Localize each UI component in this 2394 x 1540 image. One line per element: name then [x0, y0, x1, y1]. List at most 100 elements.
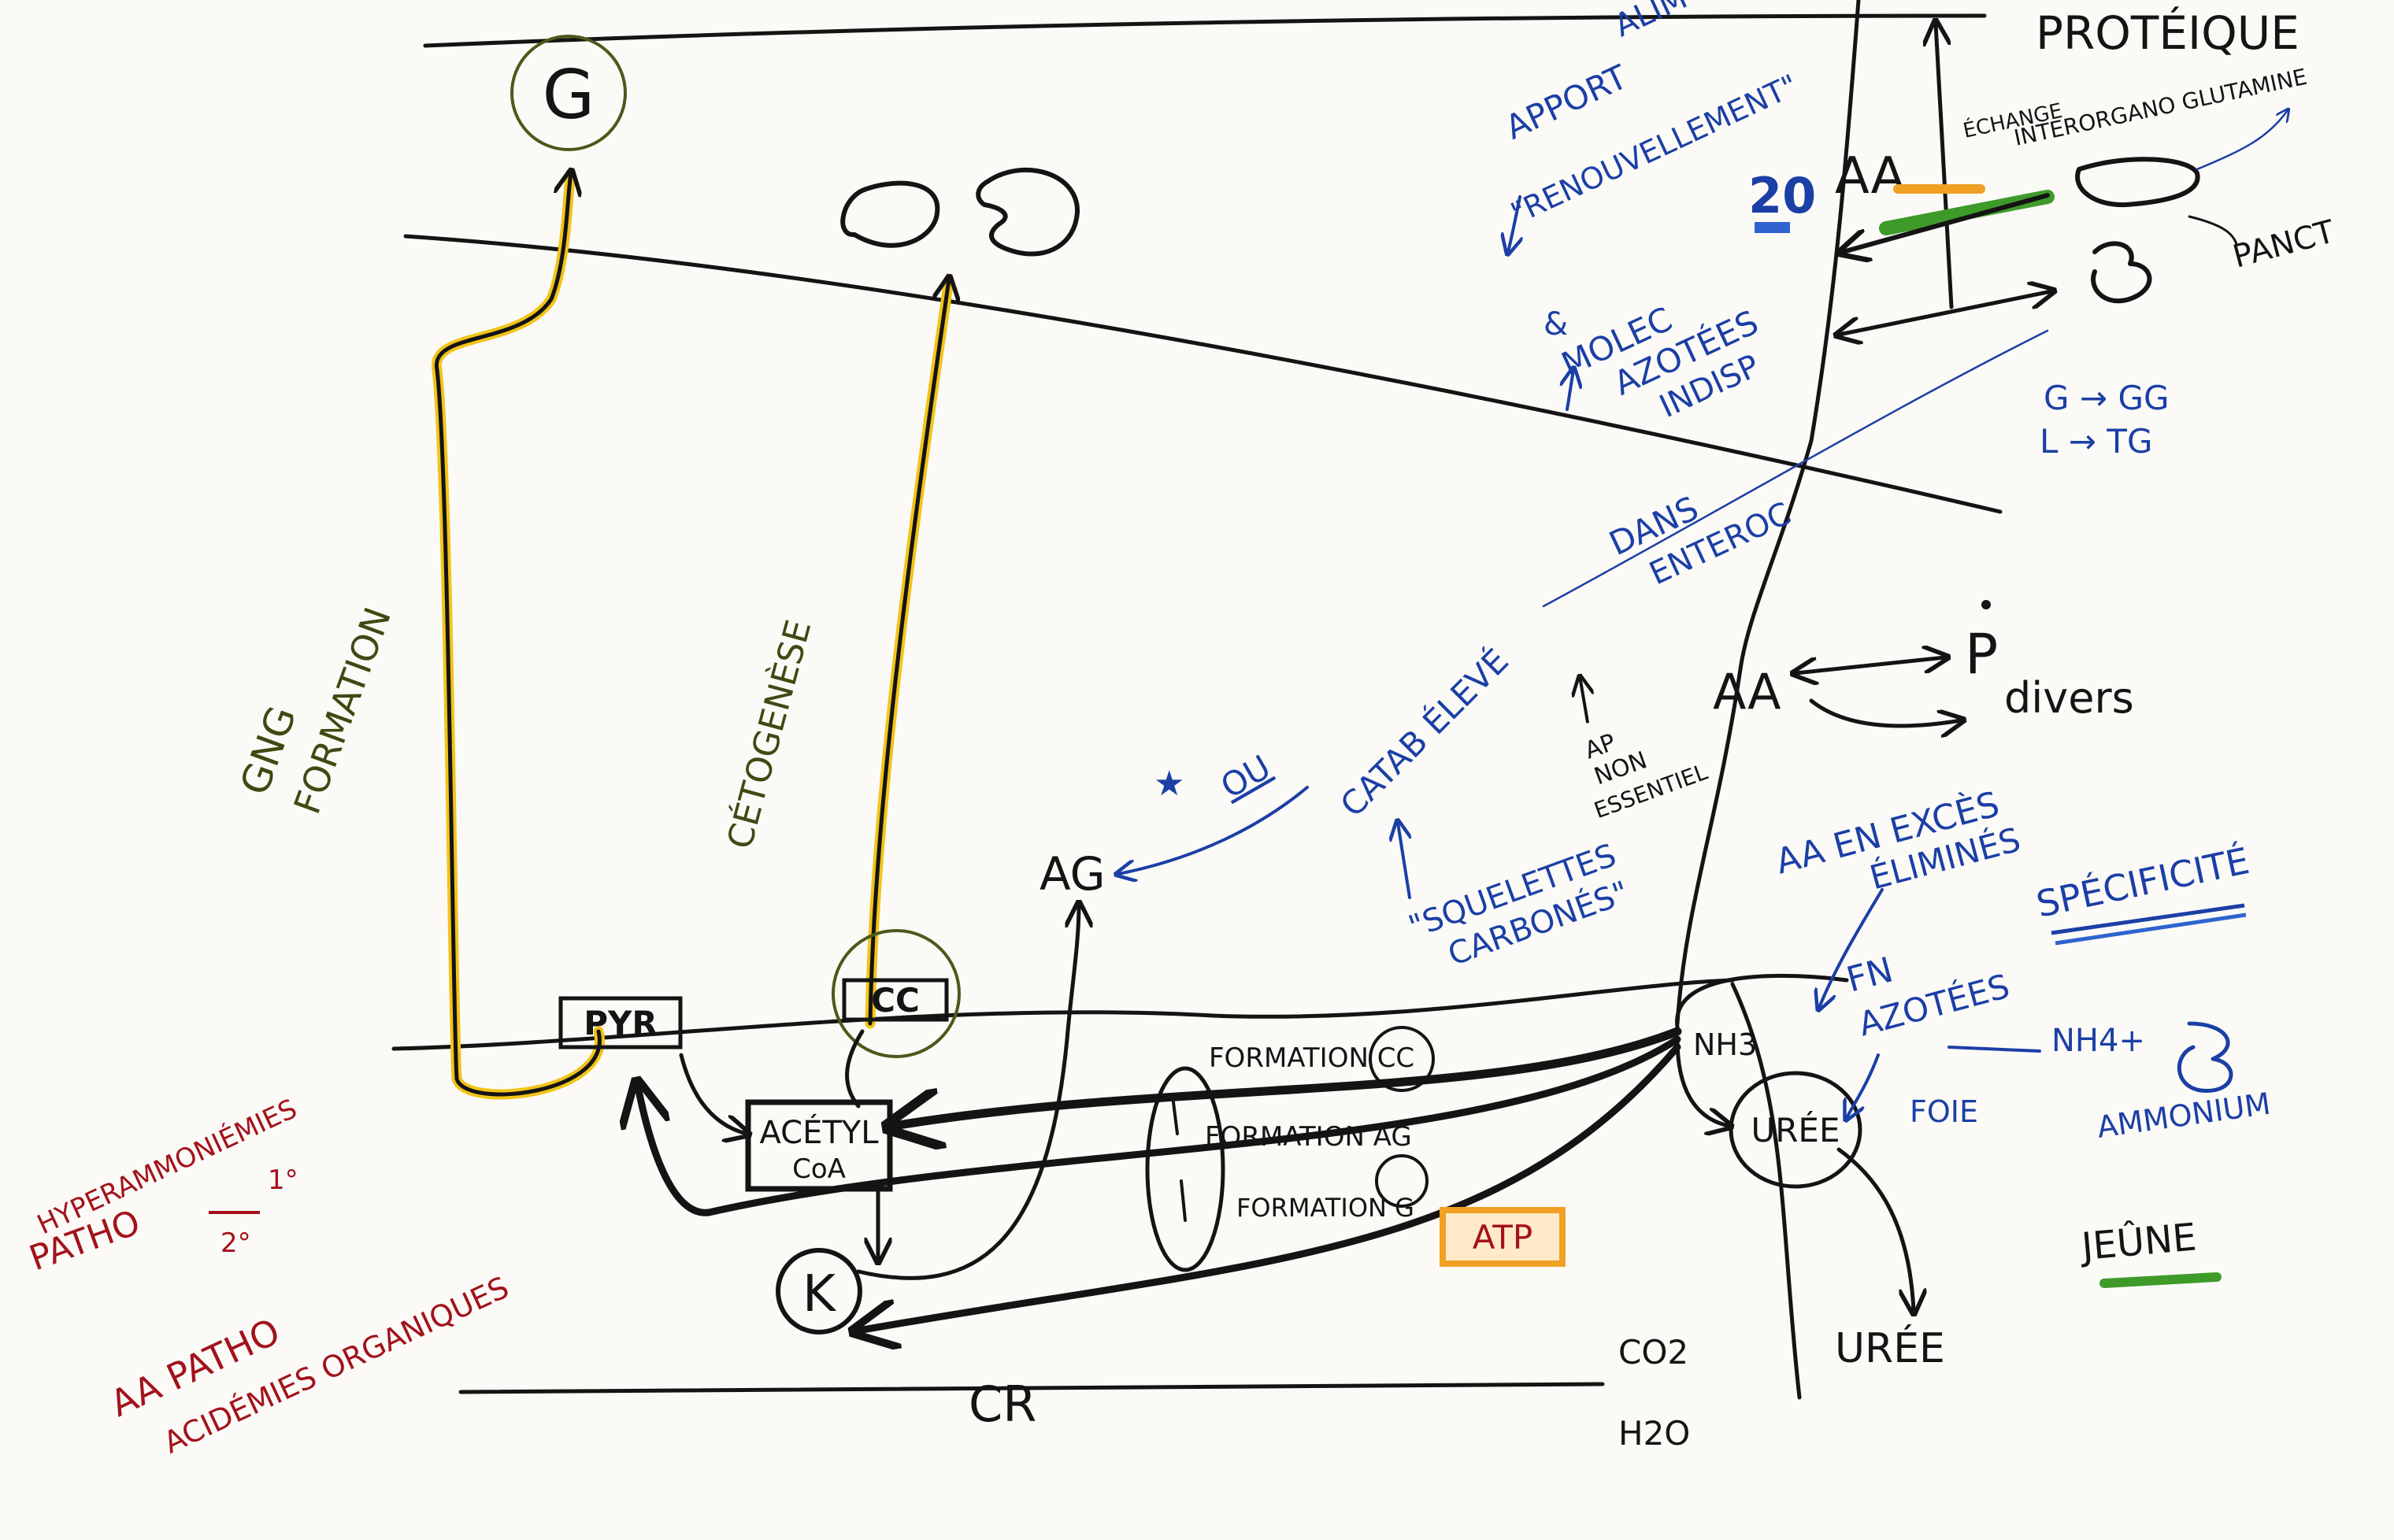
h2o-label: H2O: [1618, 1414, 1690, 1453]
kidney-shapes: [840, 168, 1080, 257]
lower-vertical-line: [1730, 982, 1802, 1400]
p-label: P: [1965, 622, 1998, 687]
aa-divers-arrow: [1809, 698, 1961, 726]
bracket-tick-1: [1172, 1101, 1179, 1135]
formation-ag-label: FORMATION AG: [1205, 1121, 1412, 1153]
patho-note-2: AA PATHO ACIDÉMIES ORGANIQUES: [104, 1270, 514, 1460]
ammonium-label: AMMONIUM: [2095, 1086, 2273, 1144]
pyr-label: PYR: [584, 1004, 658, 1042]
aa-mid-label: AA: [1713, 663, 1781, 720]
aa-p-double-arrow: [1796, 657, 1945, 673]
acetyl-label-2: CoA: [792, 1153, 846, 1185]
aa-top-label: AA: [1835, 147, 1906, 205]
co2-label: CO2: [1618, 1333, 1688, 1372]
ap-up-arrow: [1573, 679, 1595, 724]
bottom-boundary-line: [458, 1382, 1605, 1394]
kidney-shape-left: [840, 180, 940, 248]
jeune-label: JEÛNE: [2077, 1214, 2198, 1269]
cell-boundary-line: [391, 978, 1735, 1051]
nh3-to-pyr-arrow: [638, 1035, 1681, 1216]
uree-circle: [1729, 1071, 1862, 1189]
g-top-label: G: [543, 56, 595, 135]
squelettes-note: "SQUELETTES CARBONÉS": [1404, 837, 1634, 973]
bracket-tick-2: [1180, 1179, 1187, 1222]
nh3-upper-line: [1675, 973, 1849, 1030]
cetogenese-label: CÉTOGENÈSE: [718, 616, 819, 853]
nh3-to-uree-arrow: [1675, 1037, 1729, 1126]
foie-label: FOIE: [1910, 1094, 1978, 1129]
ou-to-ag-arrow: [1118, 786, 1309, 874]
p-dot: [1981, 600, 1991, 609]
catab-note: CATAB ÉLEVÉ: [1332, 641, 1516, 824]
pyr-box: [558, 996, 683, 1049]
formation-cc-circle: [1369, 1026, 1435, 1092]
acetyl-label-1: ACÉTYL: [759, 1113, 879, 1151]
cc-circle: [832, 929, 961, 1058]
gng-label-2: FORMATION: [286, 602, 400, 819]
gng-note: GNG FORMATION: [232, 602, 400, 819]
cetogenese-pathway: [865, 279, 949, 1029]
catab-label: CATAB ÉLEVÉ: [1332, 641, 1516, 824]
formation-g-circle: [1375, 1154, 1429, 1208]
ap-note: AP NON ESSENTIEL: [1551, 649, 1711, 824]
apport-down-arrow: [1508, 195, 1520, 252]
intestine-shape: [2075, 157, 2200, 208]
fn-label-1: FN: [1843, 950, 1897, 1000]
panct-line: [2188, 215, 2238, 246]
k-circle: [776, 1248, 862, 1335]
kidney-shape-right: [976, 168, 1080, 257]
apport-label-1: APPORT: [1499, 57, 1633, 147]
nh3-label: NH3: [1693, 1027, 1757, 1062]
uree-out-label: URÉE: [1835, 1324, 1945, 1372]
patho-label-2: HYPERAMMONIÉMIES: [32, 1092, 302, 1241]
echange-thin-arrow: [2196, 110, 2288, 171]
ag-label: AG: [1040, 847, 1106, 901]
star-icon: ★: [1154, 764, 1184, 804]
molec-note: MOLEC AZOTÉES INDISP: [1555, 299, 1765, 425]
ou-label: OU: [1214, 747, 1277, 805]
fn-line: [1947, 1046, 2041, 1053]
patho-label-3: 1°: [268, 1164, 298, 1196]
aa-excess-note: AA EN EXCÈS ÉLIMINÉS: [1771, 783, 2025, 897]
uree-circle-label: URÉE: [1751, 1110, 1840, 1149]
atp-box: [1440, 1207, 1566, 1267]
cc-box: [842, 978, 949, 1022]
echange-arrow: [1843, 193, 2050, 252]
l-tg-label: L → TG: [2040, 422, 2153, 461]
apport-label-2: ALIM: [1609, 0, 1692, 44]
uree-out-arrow: [1836, 1147, 1914, 1311]
cr-label: CR: [969, 1375, 1036, 1433]
organ-boundaries: [391, 0, 2003, 1400]
vertical-boundary-line: [1675, 0, 1861, 1026]
k-to-ag-arrow: [856, 905, 1079, 1280]
squelettes-up-arrow: [1398, 823, 1410, 899]
specificite-underline-2: [2055, 913, 2247, 946]
and-symbol: &: [1544, 306, 1568, 342]
jeune-underline: [2099, 1272, 2222, 1288]
aa-excess-arrow: [1819, 888, 1884, 1008]
aa-kidney-double-arrow: [1839, 291, 2051, 335]
atp-label: ATP: [1473, 1218, 1532, 1257]
formation-g-label: FORMATION G: [1236, 1193, 1414, 1223]
g-gg-label: G → GG: [2044, 379, 2170, 417]
cetogenese-note: CÉTOGENÈSE: [718, 616, 819, 853]
pyr-to-acetyl-arrow: [679, 1053, 747, 1134]
divers-label: divers: [2004, 673, 2134, 723]
panct-label: PANCT: [2229, 213, 2339, 276]
fn-note: FN AZOTÉES: [1843, 950, 2014, 1043]
cc-label: CC: [871, 981, 920, 1020]
catab-thin-line: [1542, 329, 2049, 608]
nh3-to-acetyl-arrow: [894, 1027, 1682, 1126]
cc-to-acetyl-line: [845, 1029, 865, 1109]
nh4-label: NH4+: [2051, 1023, 2145, 1059]
aa-to-proteique-arrow: [1936, 24, 1954, 309]
top-boundary-line: [423, 13, 1987, 48]
specificite-underline-1: [2051, 903, 2245, 935]
num-20-label: 20: [1748, 167, 1816, 224]
ou-note: OU: [1214, 747, 1277, 805]
proteique-label: PROTÉIQUE: [2036, 6, 2300, 60]
molec-up-arrow: [1567, 370, 1573, 411]
g-circle: [510, 35, 627, 151]
formation-bracket: [1145, 1066, 1225, 1272]
formation-cc-label: FORMATION CC: [1209, 1042, 1414, 1074]
